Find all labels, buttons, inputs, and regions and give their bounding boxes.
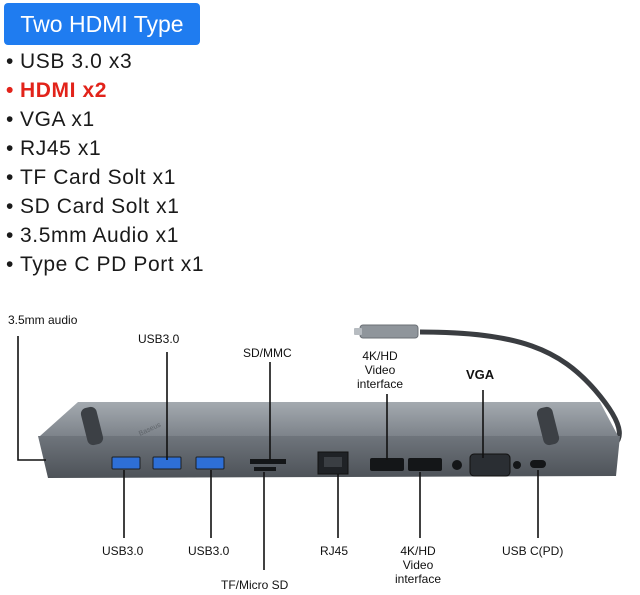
leader-audio	[17, 336, 46, 461]
label-usb-bottom-1: USB3.0	[102, 544, 144, 558]
sd-slot	[250, 459, 286, 464]
label-rj45: RJ45	[320, 544, 349, 558]
hdmi-port-1	[370, 458, 404, 471]
tf-slot	[254, 467, 276, 471]
usbc-pd-port	[530, 460, 546, 468]
label-usb-bottom-2: USB3.0	[188, 544, 230, 558]
spec-item-usb: •USB 3.0 x3	[6, 50, 133, 73]
spec-item-audio: •3.5mm Audio x1	[6, 224, 179, 247]
label-usbc: USB C(PD)	[502, 544, 564, 558]
spec-item-tf: •TF Card Solt x1	[6, 166, 177, 189]
usbc-plug	[359, 324, 419, 339]
audio-port-small	[452, 460, 462, 470]
vga-port	[469, 453, 511, 477]
spec-item-vga: •VGA x1	[6, 108, 95, 131]
spec-item-sd: •SD Card Solt x1	[6, 195, 180, 218]
label-hdmi-bottom: 4K/HD Video interface	[395, 544, 442, 586]
title-badge: Two HDMI Type	[4, 3, 200, 45]
usb-port-1	[111, 456, 141, 470]
spec-item-typec: •Type C PD Port x1	[6, 253, 205, 276]
label-usb-top: USB3.0	[138, 332, 180, 346]
label-sd: SD/MMC	[243, 346, 292, 360]
label-tf: TF/Micro SD	[221, 578, 289, 592]
spec-list: •USB 3.0 x3 •HDMI x2 •VGA x1 •RJ45 x1 •T…	[6, 47, 204, 279]
hdmi-port-2	[408, 458, 442, 471]
usb-port-3	[195, 456, 225, 470]
spec-item-rj45: •RJ45 x1	[6, 137, 102, 160]
spec-item-hdmi: •HDMI x2	[6, 79, 108, 102]
label-hdmi-top: 4K/HD Video interface	[357, 349, 404, 391]
label-vga: VGA	[466, 367, 495, 382]
hub-top-surface	[40, 402, 618, 436]
label-audio: 3.5mm audio	[8, 313, 78, 327]
